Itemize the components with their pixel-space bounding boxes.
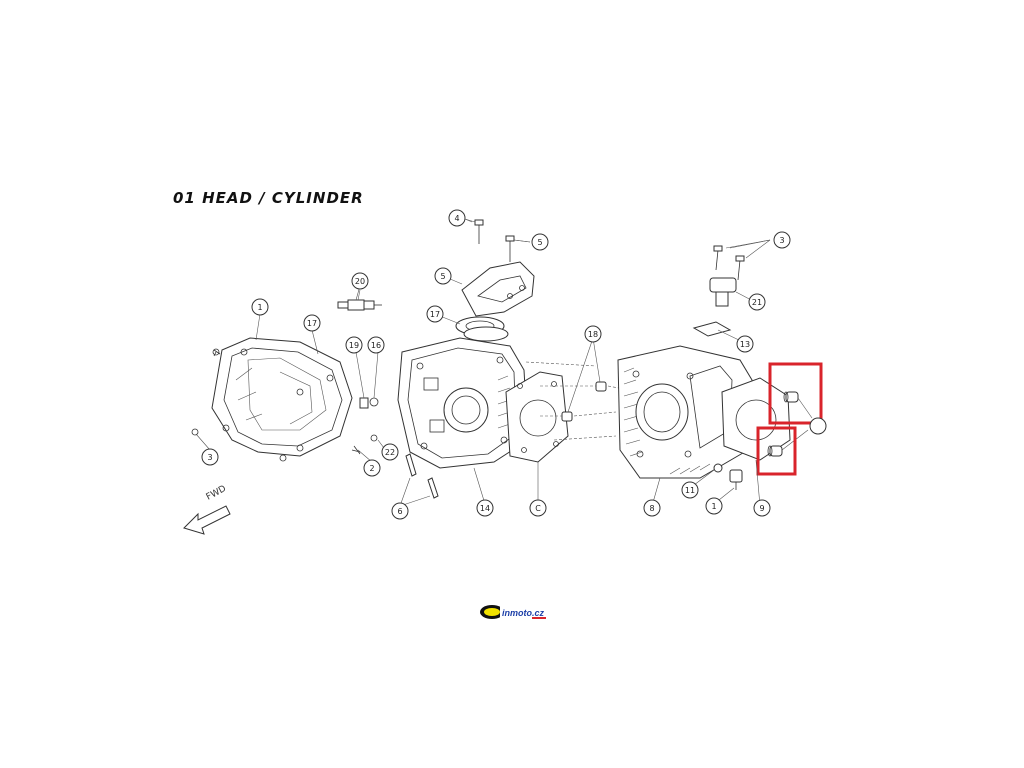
head-gasket: [505, 371, 569, 463]
base-gasket: [721, 377, 791, 461]
callout-9: 9: [759, 504, 764, 513]
fwd-arrow: FWD: [183, 484, 231, 535]
fwd-label: FWD: [205, 484, 228, 503]
tensioner: [692, 239, 771, 337]
callout-8: 8: [649, 504, 654, 513]
highlight-box-upper: [768, 362, 823, 425]
callouts: 1 17 3 20 19 16 22 2 6 4 5 5 17 14 C 18 …: [195, 209, 827, 520]
callout-18: 18: [588, 330, 598, 339]
callout-c: C: [535, 504, 541, 513]
callout-16: 16: [371, 341, 381, 350]
cylinder-block: [617, 345, 753, 479]
callout-22: 22: [385, 448, 395, 457]
highlighted-dowels: [767, 391, 813, 457]
callout-1-bolt: 1: [711, 502, 716, 511]
callout-19: 19: [349, 341, 359, 350]
diagram-title: 01 HEAD / CYLINDER: [173, 189, 364, 207]
intake-manifold: [455, 261, 535, 342]
spark-plug: [337, 285, 382, 311]
oil-plug: [713, 463, 743, 490]
site-logo: inmoto.cz: [480, 605, 548, 619]
highlight-box-lower: [756, 426, 797, 476]
callout-14: 14: [480, 504, 490, 513]
logo-text: inmoto.cz: [502, 608, 544, 618]
head-cover: [211, 337, 353, 457]
callout-1: 1: [257, 303, 262, 312]
small-parts-left: [351, 397, 439, 499]
callout-5-bolt: 5: [537, 238, 542, 247]
callout-17: 17: [307, 319, 317, 328]
callout-21: 21: [752, 298, 762, 307]
cover-bolts: [191, 348, 304, 462]
callout-4: 4: [454, 214, 459, 223]
callout-3: 3: [207, 453, 212, 462]
callout-20: 20: [355, 277, 365, 286]
callout-2: 2: [369, 464, 374, 473]
callout-3-tensioner: 3: [779, 236, 784, 245]
callout-11: 11: [685, 486, 695, 495]
callout-17-manifold: 17: [430, 310, 440, 319]
dowel-pins: [525, 361, 641, 441]
cylinder-head: [397, 337, 529, 469]
callout-5-manifold: 5: [440, 272, 445, 281]
callout-6: 6: [397, 507, 402, 516]
callout-13: 13: [740, 340, 750, 349]
